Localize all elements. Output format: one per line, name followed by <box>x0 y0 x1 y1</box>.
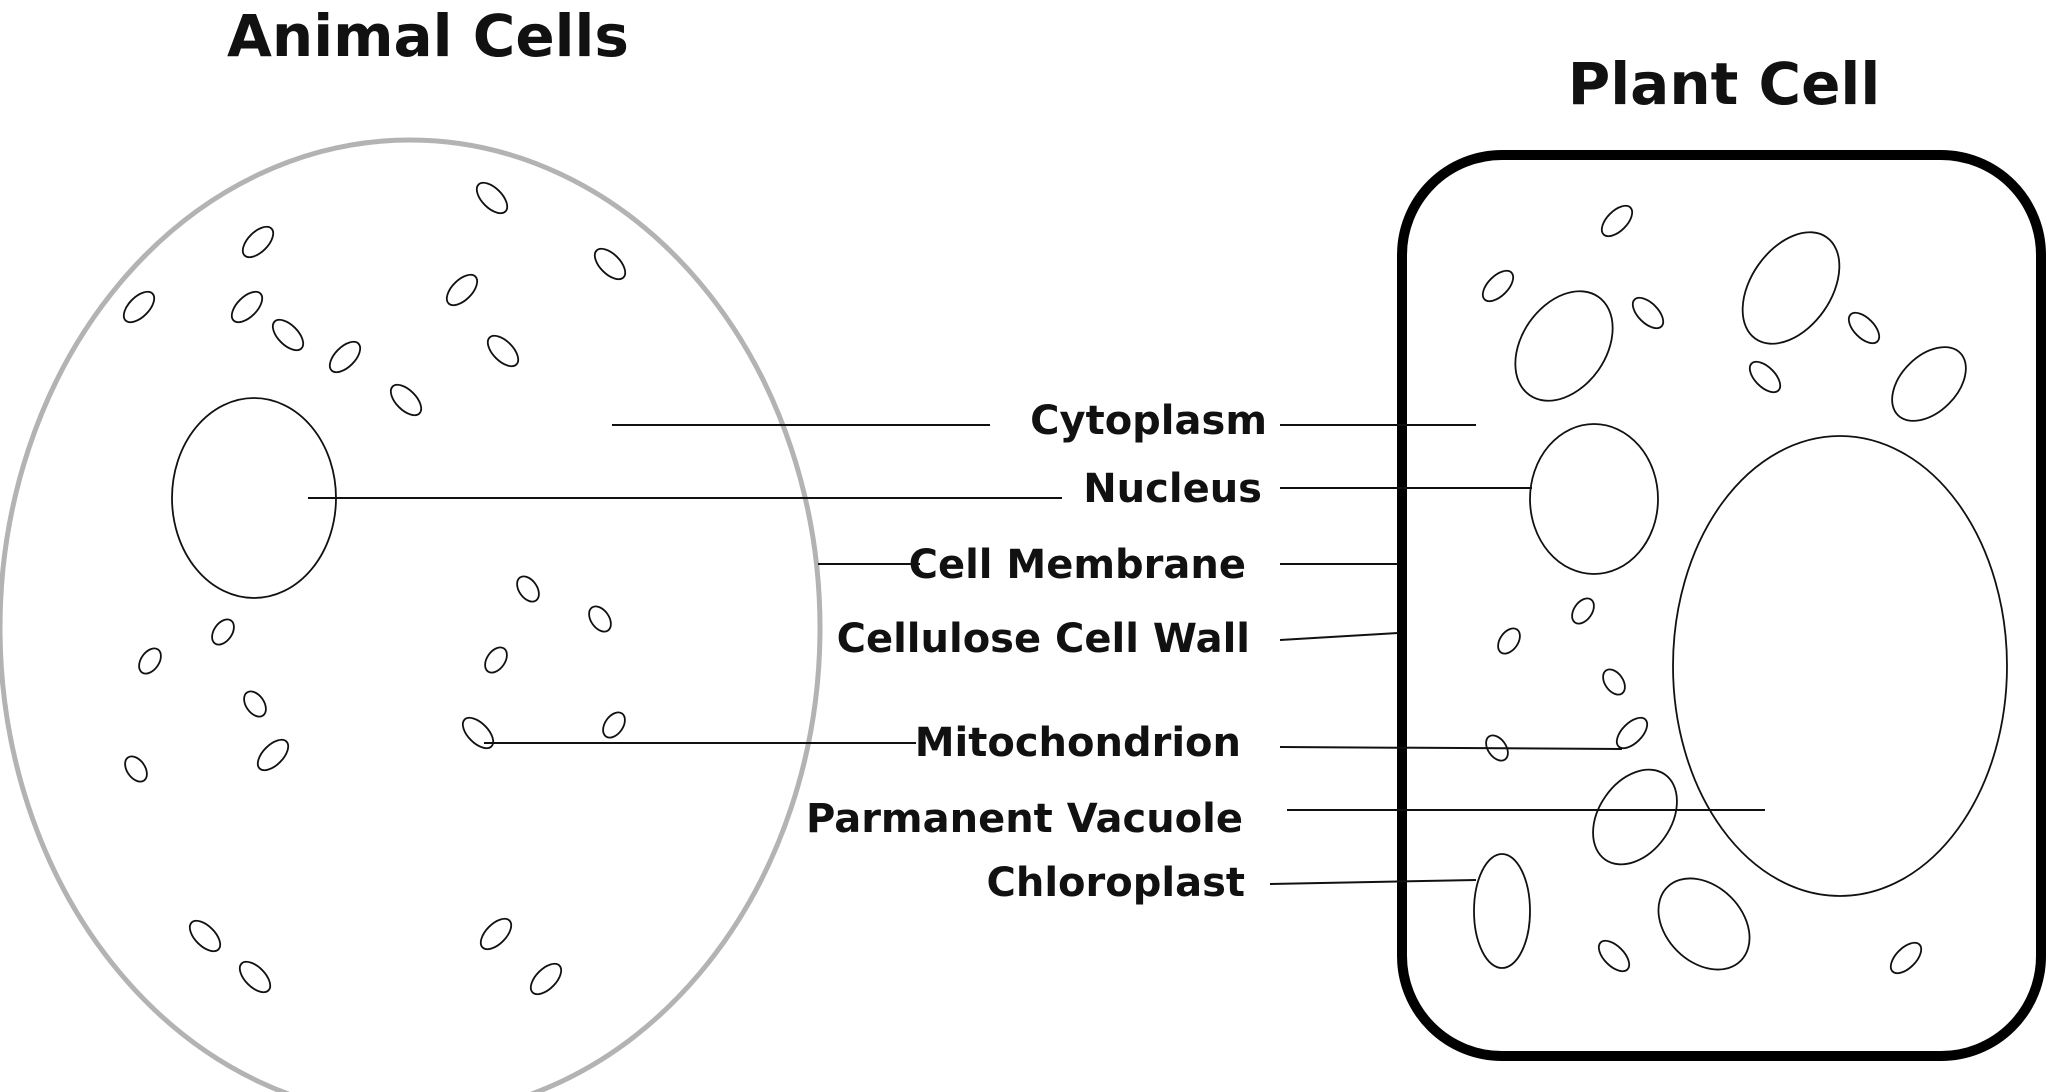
label-cytoplasm: Cytoplasm <box>1030 398 1267 444</box>
leader-lines <box>308 424 1765 885</box>
plant-vacuole <box>1672 435 2008 897</box>
plant-nucleus <box>1529 423 1659 575</box>
label-vacuole: Parmanent Vacuole <box>806 796 1243 842</box>
plant-chloroplasts <box>1473 231 1967 971</box>
animal-cell-membrane <box>0 137 823 1092</box>
animal-cell <box>0 137 823 1092</box>
label-chloroplast: Chloroplast <box>987 860 1246 906</box>
plant-cell-title: Plant Cell <box>1568 50 1880 118</box>
label-mitochondrion: Mitochondrion <box>915 720 1241 766</box>
plant-cell-wall <box>1397 150 2046 1061</box>
animal-mitochondria <box>122 181 627 996</box>
leader-mitochondrion-plant <box>1279 746 1623 750</box>
label-cell-wall: Cellulose Cell Wall <box>837 616 1250 662</box>
leader-chloroplast-plant <box>1269 879 1477 885</box>
label-nucleus: Nucleus <box>1083 466 1262 512</box>
plant-mitochondria <box>1481 204 1923 975</box>
leader-wall-plant <box>1279 632 1399 641</box>
label-cell-membrane: Cell Membrane <box>909 542 1246 588</box>
plant-cell <box>1397 150 2046 1061</box>
animal-cell-title: Animal Cells <box>227 2 629 70</box>
